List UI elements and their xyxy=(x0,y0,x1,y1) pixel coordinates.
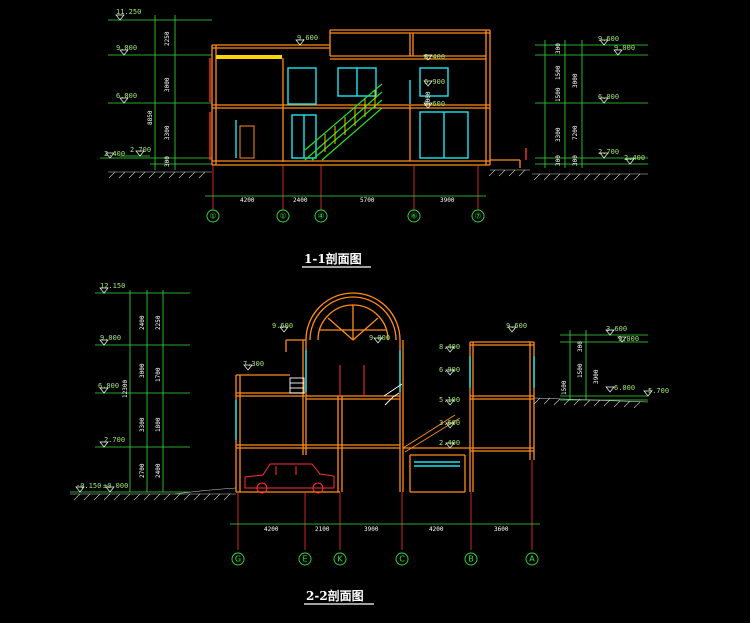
s2-inner-6900: 6.900 xyxy=(439,366,460,374)
s1-right-dim-300a: 300 xyxy=(555,43,562,54)
s2-right-dim-300: 300 xyxy=(577,341,584,352)
s1-right-elev-2700: 2.700 xyxy=(598,148,619,156)
section-1-right-dims xyxy=(535,40,648,168)
s1-right-elev-2400: 2.400 xyxy=(624,154,645,162)
s1-axis-7: ⑦ xyxy=(474,212,481,221)
s2-elev-m0150: -0.150 xyxy=(76,482,101,490)
s2-elev-2700: 2.700 xyxy=(104,436,125,444)
s1-right-dim-300b: 300 xyxy=(555,155,562,166)
s1-right-dim-300c: 300 xyxy=(572,155,579,166)
section-1-stair xyxy=(304,83,383,161)
s1-axis-1b: ① xyxy=(279,212,286,221)
s1-elev-2400: 2.400 xyxy=(104,150,125,158)
s2-dim-1700: 1700 xyxy=(155,367,162,382)
s2-bottom-dim-4200b: 4200 xyxy=(429,526,444,533)
s1-right-elev-9600: 9.600 xyxy=(598,35,619,43)
s2-right-dim-3900: 3900 xyxy=(593,369,600,384)
s2-dim-2700: 2700 xyxy=(139,463,146,478)
s1-bottom-dim-2400: 2400 xyxy=(293,197,308,204)
s1-axis-1a: ① xyxy=(209,212,216,221)
s1-right-dim-7200: 7200 xyxy=(572,125,579,140)
section-2-structure xyxy=(235,339,535,493)
s2-inner-9600a: 9.600 xyxy=(272,322,293,330)
s2-inner-8400: 8.400 xyxy=(439,343,460,351)
s1-right-dim-3300: 3300 xyxy=(555,127,562,142)
s2-right-elev-6000: 6.000 xyxy=(614,384,635,392)
s2-inner-9600b: 9.600 xyxy=(506,322,527,330)
s2-axis-C: C xyxy=(399,555,405,564)
s2-elev-9000: 9.000 xyxy=(100,334,121,342)
section-1-axis-lines xyxy=(212,165,479,210)
s2-axis-A: A xyxy=(529,555,535,564)
s1-inner-3600: 3.600 xyxy=(424,100,445,108)
s1-right-elev-9000: 9.000 xyxy=(614,44,635,52)
s1-axis-6: ⑥ xyxy=(410,212,417,221)
s1-dim-300: 300 xyxy=(164,156,171,167)
s1-right-dim-1500a: 1500 xyxy=(555,65,562,80)
s1-bottom-dim-5700: 5700 xyxy=(360,197,375,204)
s2-right-elev-9000: 9.000 xyxy=(618,335,639,343)
s1-right-dim-3000: 3000 xyxy=(572,73,579,88)
section-2-axis-lines xyxy=(237,460,533,550)
section-1-title: 1-1剖面图 xyxy=(304,251,362,266)
s2-axis-K: K xyxy=(337,555,343,564)
s1-bottom-dim-4200: 4200 xyxy=(240,197,255,204)
s1-dim-2250: 2250 xyxy=(164,31,171,46)
s1-dim-3300: 3300 xyxy=(164,125,171,140)
s2-bottom-dim-3900: 3900 xyxy=(364,526,379,533)
section-2-left-dims xyxy=(70,290,190,493)
section-2-title: 2-2剖面图 xyxy=(306,588,364,603)
s2-bottom-dim-3600: 3600 xyxy=(494,526,509,533)
s2-dim-1800: 1800 xyxy=(155,417,162,432)
s1-elev-6000: 6.000 xyxy=(116,92,137,100)
s1-inner-9600: 9.600 xyxy=(297,34,318,42)
section-2-right-dims xyxy=(560,330,648,401)
s1-bottom-dim-3900: 3900 xyxy=(440,197,455,204)
s1-inner-8400: 8.400 xyxy=(424,53,445,61)
section-1-drawing: 11.250 9.000 6.000 2.400 2.700 2250 3000… xyxy=(100,8,648,268)
s2-elev-12150: 12.150 xyxy=(100,282,125,290)
s1-dim-3000: 3000 xyxy=(164,77,171,92)
section-1-structure xyxy=(211,29,521,168)
s2-right-dim-1500a: 1500 xyxy=(577,363,584,378)
s1-dim-8850: 8850 xyxy=(147,110,154,125)
s2-dim-2400: 2400 xyxy=(139,315,146,330)
s1-right-dim-1500b: 1500 xyxy=(555,87,562,102)
s2-right-elev-3600: 3.600 xyxy=(606,325,627,333)
s1-axis-4: ④ xyxy=(317,212,324,221)
s2-dim-3300: 3300 xyxy=(139,417,146,432)
s2-dim-3000: 3000 xyxy=(139,363,146,378)
s2-axis-G: G xyxy=(235,555,241,564)
car-icon xyxy=(244,463,335,494)
s2-bottom-dim-2100: 2100 xyxy=(315,526,330,533)
s1-elev-2700: 2.700 xyxy=(130,146,151,154)
s2-inner-7300: 7.300 xyxy=(243,360,264,368)
s2-inner-9000: 9.000 xyxy=(369,334,390,342)
s1-inner-dim-1000: 1000 xyxy=(425,91,432,106)
s2-axis-E: E xyxy=(302,555,307,564)
s2-right-dim-1500b: 1500 xyxy=(561,380,568,395)
section-1-windows xyxy=(235,67,469,159)
s2-right-elev-5700: 5.700 xyxy=(648,387,669,395)
s1-elev-11250: 11.250 xyxy=(116,8,141,16)
s1-elev-9000: 9.000 xyxy=(116,44,137,52)
s2-inner-2400: 2.400 xyxy=(439,439,460,447)
section-2-dome xyxy=(305,292,401,341)
s2-dim-2400b: 2400 xyxy=(155,463,162,478)
s2-elev-0000: ±0.000 xyxy=(103,482,128,490)
s2-dim-2250: 2250 xyxy=(155,315,162,330)
s1-inner-6900: 6.900 xyxy=(424,78,445,86)
section-2-drawing: 12.150 9.000 6.000 2.700 -0.150 ±0.000 2… xyxy=(70,282,669,605)
s2-axis-B: B xyxy=(468,555,474,564)
s2-bottom-dim-4200a: 4200 xyxy=(264,526,279,533)
s2-inner-5100: 5.100 xyxy=(439,396,460,404)
s1-right-elev-6000: 6.000 xyxy=(598,93,619,101)
s2-inner-3600: 3.600 xyxy=(439,419,460,427)
s2-dim-12300: 12300 xyxy=(122,380,129,398)
s2-elev-6000: 6.000 xyxy=(98,382,119,390)
section-1-left-dims xyxy=(100,15,212,170)
